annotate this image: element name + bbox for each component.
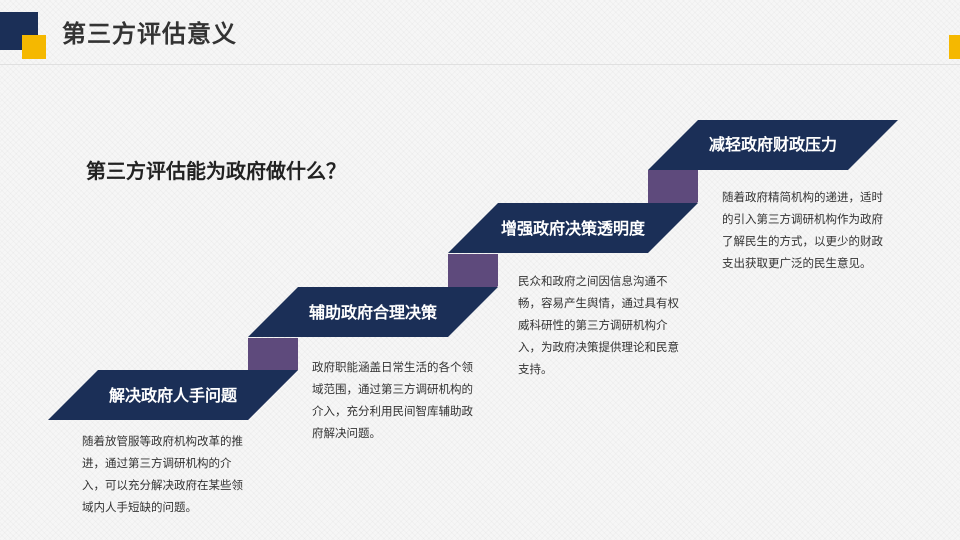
step-3-banner bbox=[448, 203, 698, 253]
step-4-description: 随着政府精简机构的递进，适时的引入第三方调研机构作为政府了解民生的方式，以更少的… bbox=[722, 190, 883, 270]
step-4-label: 减轻政府财政压力 bbox=[708, 135, 837, 154]
step-3-description: 民众和政府之间因信息沟通不畅，容易产生舆情，通过具有权威科研性的第三方调研机构介… bbox=[518, 274, 679, 376]
corner-yellow-square bbox=[22, 35, 46, 59]
step-4-banner bbox=[648, 120, 898, 170]
step-3-label: 增强政府决策透明度 bbox=[500, 219, 645, 238]
step-2-label: 辅助政府合理决策 bbox=[308, 303, 437, 322]
step-1-banner bbox=[48, 370, 298, 420]
title-divider bbox=[0, 64, 960, 65]
subheading: 第三方评估能为政府做什么？ bbox=[86, 159, 346, 183]
page-title: 第三方评估意义 bbox=[62, 20, 237, 48]
step-1-description: 随着放管服等政府机构改革的推进，通过第三方调研机构的介入，可以充分解决政府在某些… bbox=[82, 434, 243, 514]
step-2-banner bbox=[248, 287, 498, 337]
right-edge-yellow-tab bbox=[949, 35, 960, 59]
step-1-label: 解决政府人手问题 bbox=[108, 386, 237, 405]
step-2-description: 政府职能涵盖日常生活的各个领域范围，通过第三方调研机构的介入，充分利用民间智库辅… bbox=[312, 360, 473, 440]
